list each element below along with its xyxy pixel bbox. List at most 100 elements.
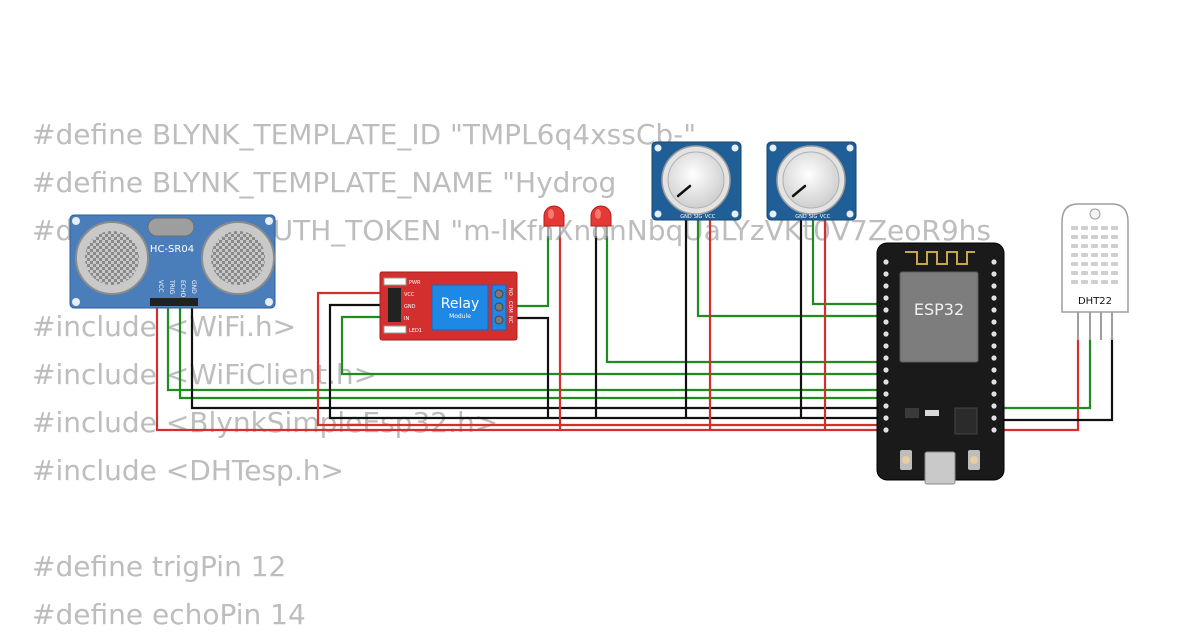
grille-slot	[1091, 226, 1098, 230]
dht22-label: DHT22	[1078, 296, 1112, 307]
wire-ultrasonic-vcc[interactable]	[155, 306, 1080, 432]
code-line: #define echoPin 14	[32, 598, 306, 631]
esp32-pin	[991, 367, 997, 373]
esp32-pin	[991, 427, 997, 433]
wire-ultrasonic-gnd[interactable]	[190, 306, 882, 410]
grille-slot	[1071, 235, 1078, 239]
wire-relay-out-b[interactable]	[506, 316, 550, 418]
esp32-pin	[883, 331, 889, 337]
wire-pot1-sig[interactable]	[696, 220, 882, 318]
esp32-pin	[883, 283, 889, 289]
esp32-pin	[991, 295, 997, 301]
esp32-pin	[991, 271, 997, 277]
esp32-pin	[991, 343, 997, 349]
relay-pin-label: GND	[404, 304, 416, 310]
wire-relay-vcc[interactable]	[316, 291, 882, 427]
esp32-pin	[991, 379, 997, 385]
wire-ultrasonic-trig[interactable]	[166, 306, 882, 392]
wire-ultrasonic-echo[interactable]	[178, 306, 882, 400]
code-line: #include <DHTesp.h>	[32, 454, 344, 487]
wire-dht-data[interactable]	[998, 338, 1092, 410]
code-line: #define trigPin 12	[32, 550, 287, 583]
grille-slot	[1101, 235, 1108, 239]
grille-slot	[1091, 262, 1098, 266]
esp32-pin	[991, 355, 997, 361]
potentiometer-pin-label: VCC	[705, 214, 716, 220]
ultrasonic-pin-label: TRIG	[168, 279, 175, 295]
grille-slot	[1091, 235, 1098, 239]
relay-terminal-label: COM	[507, 301, 513, 313]
code-line: #include <WiFi.h>	[32, 310, 297, 343]
relay-module[interactable]: PWR LED1 VCC GND IN Relay Module NO COM …	[379, 271, 518, 341]
led-1[interactable]	[543, 205, 565, 238]
dht22-sensor[interactable]: DHT22	[1061, 203, 1129, 340]
wire-relay-gnd[interactable]	[328, 303, 882, 420]
led-2[interactable]	[590, 205, 612, 238]
esp32-pin	[991, 259, 997, 265]
ultrasonic-pin-label: VCC	[157, 280, 164, 292]
grille-slot	[1091, 253, 1098, 257]
usb-port[interactable]	[924, 451, 956, 485]
boot-button-cap	[902, 456, 910, 464]
relay-label: Relay	[441, 296, 479, 312]
esp32-pin	[883, 319, 889, 325]
esp32-pins-left	[883, 259, 889, 433]
esp32-pin	[991, 415, 997, 421]
grille-slot	[1111, 253, 1118, 257]
esp32-pin	[883, 259, 889, 265]
grille-slot	[1071, 271, 1078, 275]
esp32-pins-right	[991, 259, 997, 433]
esp32-pin	[883, 403, 889, 409]
esp32-pin	[991, 391, 997, 397]
code-line: #define BLYNK_TEMPLATE_NAME "Hydrog	[32, 166, 617, 199]
esp32-pin	[883, 271, 889, 277]
knob-indicator	[791, 184, 807, 198]
antenna-trace	[905, 251, 975, 265]
ultrasonic-sensor[interactable]: HC-SR04 VCC TRIG ECHO GND	[69, 214, 276, 309]
wire-relay-in[interactable]	[340, 315, 882, 376]
esp32-label: ESP32	[914, 300, 964, 319]
potentiometer-pin-label: GND	[795, 214, 807, 220]
grille-slot	[1071, 244, 1078, 248]
grille-slot	[1081, 253, 1088, 257]
grille-slot	[1111, 280, 1118, 284]
reset-button-cap	[970, 456, 978, 464]
esp32-pin	[991, 307, 997, 313]
wire-led2-anode[interactable]	[605, 236, 882, 364]
ultrasonic-pin-label: GND	[190, 280, 197, 294]
knob-indicator	[676, 184, 692, 198]
relay-sublabel: Module	[449, 313, 471, 320]
grille-slot	[1081, 244, 1088, 248]
ultrasonic-transducer-right	[201, 221, 275, 295]
grille-slot	[1111, 262, 1118, 266]
grille-slot	[1081, 271, 1088, 275]
grille-slot	[1071, 280, 1078, 284]
esp32-pin	[991, 331, 997, 337]
grille-slot	[1081, 280, 1088, 284]
esp32-pin	[991, 403, 997, 409]
grille-slot	[1111, 271, 1118, 275]
esp32-pin	[883, 307, 889, 313]
wire-pot2-sig[interactable]	[811, 220, 882, 306]
esp32-board[interactable]: ESP32	[876, 242, 1005, 485]
grille-slot	[1101, 262, 1108, 266]
potentiometer-pin-label: SIG	[809, 214, 818, 220]
potentiometer-2[interactable]: GND SIG VCC	[766, 141, 857, 221]
code-line: #include <BlynkSimpleEsp32.h>	[32, 406, 499, 439]
esp32-pin	[883, 391, 889, 397]
grille-slot	[1071, 226, 1078, 230]
grille-slot	[1081, 235, 1088, 239]
grille-slot	[1111, 244, 1118, 248]
wire-relay-out-a[interactable]	[506, 236, 550, 308]
grille-slot	[1101, 271, 1108, 275]
relay-terminal-label: NC	[507, 316, 513, 324]
esp32-pin	[883, 415, 889, 421]
relay-indicator-label: PWR	[409, 280, 421, 286]
esp32-pin	[883, 355, 889, 361]
potentiometer-1[interactable]: GND SIG VCC	[651, 141, 742, 221]
wire-dht-gnd[interactable]	[998, 338, 1114, 422]
grille-slot	[1071, 262, 1078, 266]
ultrasonic-header	[150, 298, 198, 306]
